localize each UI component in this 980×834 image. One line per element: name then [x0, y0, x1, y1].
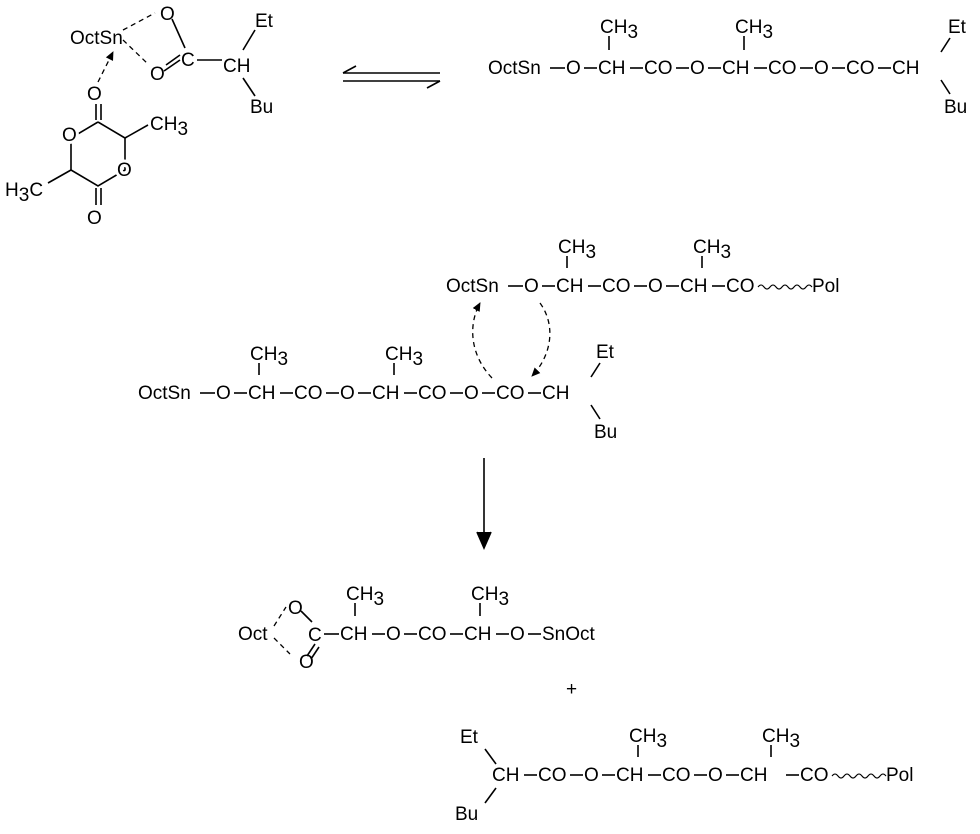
plus-sign: +: [566, 679, 577, 700]
ch-group: CH: [464, 624, 491, 645]
oxygen: O: [690, 58, 705, 79]
ring-opened-chain-middle: OctSn O CH CH3 CO O CH CH3 CO O CO CH Et…: [138, 342, 617, 443]
ch-group: CH: [598, 58, 625, 79]
polymer-end: Pol: [812, 276, 839, 297]
equilibrium-arrows: [342, 65, 441, 89]
ring-oxygen-bottom: O: [150, 64, 165, 85]
carbonyl: CO: [418, 624, 447, 645]
methyl: CH3: [250, 344, 288, 370]
octsn-label: OctSn: [70, 28, 123, 49]
transferred-polymer-product: Et CH Bu CO O CH CH3 CO O CH CH3 CO Pol: [455, 726, 913, 825]
butyl-label: Bu: [455, 804, 478, 825]
oxygen: O: [510, 624, 525, 645]
methyl: CH3: [762, 726, 800, 752]
carbonyl: CO: [800, 765, 829, 786]
ch-group: CH: [740, 765, 767, 786]
ch-group: CH: [248, 383, 275, 404]
polymer-end: Pol: [886, 765, 913, 786]
ch-group: CH: [542, 383, 569, 404]
ethyl-label: Et: [596, 342, 615, 363]
octsn-label: OctSn: [446, 276, 499, 297]
ch-group: CH: [722, 58, 749, 79]
ethyl-label: Et: [460, 727, 479, 748]
octsn-label: OctSn: [138, 383, 191, 404]
ch-group: CH: [340, 624, 367, 645]
oxygen: O: [566, 58, 581, 79]
carbonyl: CO: [768, 58, 797, 79]
carbonyl: CO: [602, 276, 631, 297]
carbonyl: CO: [726, 276, 755, 297]
carbonyl: CO: [496, 383, 525, 404]
oxygen: O: [524, 276, 539, 297]
ch-group: CH: [492, 765, 519, 786]
cyclic-transfer-product: Oct O O C CH CH3 O CO CH CH3 O SnOct: [238, 584, 596, 673]
transfer-arrows: [472, 302, 551, 379]
oxygen: O: [584, 765, 599, 786]
oxygen: O: [386, 624, 401, 645]
methyl: CH3: [629, 726, 667, 752]
oxygen: O: [216, 383, 231, 404]
oxygen: O: [708, 765, 723, 786]
oxygen: O: [814, 58, 829, 79]
catalyst-lactide-complex: OctSn O O C CH Et Bu O O O O CH3 H3C: [5, 4, 274, 229]
carbonyl: CO: [294, 383, 323, 404]
lactide-ring-oxygen-right: O: [117, 160, 132, 181]
methyl: CH3: [385, 344, 423, 370]
growing-polymer-chain: OctSn O CH CH3 CO O CH CH3 CO Pol: [446, 237, 839, 297]
reaction-arrow: [476, 458, 492, 550]
lactide-methyl-left: H3C: [5, 180, 43, 206]
ch-group: CH: [892, 58, 919, 79]
oxygen: O: [648, 276, 663, 297]
ch-group: CH: [556, 276, 583, 297]
methyl: CH3: [346, 584, 384, 610]
octsn-label: OctSn: [488, 58, 541, 79]
methyl: CH3: [558, 237, 596, 263]
carbonyl: CO: [644, 58, 673, 79]
oxygen: O: [464, 383, 479, 404]
lactide-ring-oxygen-left: O: [62, 125, 77, 146]
ring-oxygen-top: O: [288, 598, 303, 619]
methyl: CH3: [600, 17, 638, 43]
ch-group: CH: [223, 56, 250, 77]
oxygen: O: [340, 383, 355, 404]
lactide-carbonyl-oxygen-bottom: O: [87, 208, 102, 229]
ch-group: CH: [616, 765, 643, 786]
carbonyl: CO: [418, 383, 447, 404]
oct-label: Oct: [238, 624, 268, 645]
methyl: CH3: [735, 17, 773, 43]
butyl-label: Bu: [250, 97, 273, 118]
carboxyl-carbon: C: [308, 625, 322, 646]
butyl-label: Bu: [944, 97, 967, 118]
carboxyl-carbon: C: [181, 50, 195, 71]
butyl-label: Bu: [594, 422, 617, 443]
ethyl-label: Et: [948, 17, 967, 38]
carbonyl: CO: [538, 765, 567, 786]
ch-group: CH: [680, 276, 707, 297]
ch-group: CH: [372, 383, 399, 404]
methyl: CH3: [471, 584, 509, 610]
snoct-label: SnOct: [542, 624, 596, 645]
ring-oxygen-bottom: O: [299, 652, 314, 673]
lactide-carbonyl-oxygen-top: O: [87, 84, 102, 105]
carbonyl: CO: [846, 58, 875, 79]
ring-oxygen-top: O: [160, 4, 175, 25]
carbonyl: CO: [662, 765, 691, 786]
methyl: CH3: [693, 237, 731, 263]
lactide-methyl-right: CH3: [150, 114, 188, 140]
ring-opened-product: OctSn O CH CH3 CO O CH CH3 CO O CO CH Et…: [488, 17, 967, 118]
ethyl-label: Et: [255, 11, 274, 32]
